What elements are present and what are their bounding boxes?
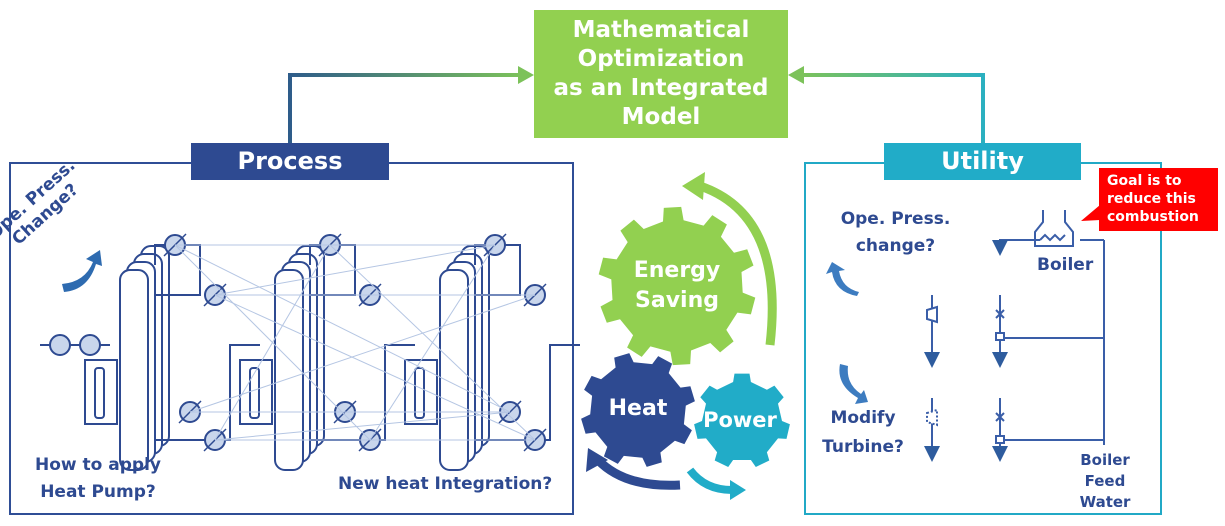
- feed-water-pipe: [1000, 240, 1105, 445]
- link-line: [189, 294, 536, 413]
- arrowhead: [586, 448, 608, 472]
- combustion-goal-callout: Goal is to reduce this combustion: [1099, 168, 1218, 231]
- heat-exchanger-icon: [79, 334, 101, 356]
- label-line: Energy: [633, 258, 721, 283]
- title-line: Model: [621, 104, 701, 130]
- cycle-arrow-navy-icon: [594, 456, 681, 490]
- distillation-column: [119, 269, 149, 471]
- power-gear-icon-shape: [694, 373, 790, 467]
- power-gear-label: Power: [703, 408, 777, 432]
- callout-line: reduce this: [1107, 191, 1196, 207]
- distillation-column: [274, 269, 304, 471]
- title-line: as an Integrated: [553, 75, 769, 101]
- heat-exchanger-icon: [49, 334, 71, 356]
- reboiler-unit: [404, 359, 438, 425]
- turbine-icon: [926, 305, 938, 324]
- callout-line: Goal is to: [1107, 173, 1182, 189]
- energy-saving-gear-icon-shape: [598, 206, 756, 366]
- boiler-icon: [1034, 210, 1074, 247]
- connector-utility-to-model: [788, 66, 985, 145]
- pressure-change-arrow-icon: [62, 250, 102, 292]
- heat-pump-annotation: How to apply Heat Pump?: [28, 452, 168, 506]
- gears-group: [581, 206, 790, 467]
- connector-process-to-model: [288, 66, 534, 145]
- reboiler-tube: [249, 367, 260, 419]
- boiler-label: Boiler: [1037, 255, 1094, 275]
- annotation-line: Ope. Press.: [840, 209, 951, 229]
- modify-turbine-arrow-icon: [839, 364, 868, 404]
- title-line: Mathematical: [572, 17, 750, 43]
- valve-icon: [995, 412, 1005, 422]
- link-line: [214, 244, 496, 296]
- pressure-change-arrow-icon: [826, 262, 859, 296]
- reboiler-tube: [94, 367, 105, 419]
- turbine-icon: [926, 408, 938, 427]
- heat-integration-links: [174, 244, 536, 441]
- annotation-line: Modify: [830, 408, 896, 428]
- boiler-feed-water-label: Boiler Feed Water: [1072, 450, 1138, 513]
- process-header: Process: [191, 143, 389, 180]
- label-line: Boiler: [1080, 451, 1130, 469]
- cycle-arrow-teal-icon: [686, 467, 733, 494]
- utility-steam-schematic: [847, 210, 1105, 495]
- pipe: [474, 344, 580, 441]
- label-line: Saving: [635, 288, 719, 313]
- annotation-line: How to apply: [35, 455, 161, 475]
- title-line: Optimization: [577, 46, 745, 72]
- heat-gear-label: Heat: [608, 396, 668, 421]
- heat-gear-icon-shape: [581, 353, 695, 467]
- link-line: [369, 244, 496, 441]
- annotation-line: Turbine?: [822, 437, 904, 457]
- link-line: [214, 244, 331, 441]
- label-line: Feed: [1084, 472, 1126, 490]
- link-line: [214, 411, 511, 441]
- energy-saving-gear-label: Energy Saving: [617, 256, 737, 316]
- label-line: Water: [1079, 493, 1131, 511]
- heat-gear-icon: [581, 353, 695, 467]
- cycle-arrow-green-icon: [698, 181, 777, 346]
- link-line: [214, 294, 536, 441]
- callout-line: combustion: [1107, 209, 1199, 225]
- energy-saving-gear-icon: [598, 206, 756, 366]
- process-flow-schematic: [40, 233, 580, 471]
- mathematical-optimization-box: Mathematical Optimization as an Integrat…: [534, 10, 788, 138]
- arrowhead: [682, 172, 705, 200]
- callout-pointer: [1081, 205, 1100, 221]
- annotation-line: change?: [855, 236, 936, 256]
- link-line: [174, 244, 511, 413]
- modify-turbine-annotation: Modify Turbine?: [818, 404, 908, 462]
- arrowhead: [730, 480, 746, 500]
- power-gear-icon: [694, 373, 790, 467]
- utility-header: Utility: [884, 143, 1081, 180]
- heat-integration-annotation: New heat Integration?: [338, 474, 553, 494]
- reboiler-tube: [414, 367, 425, 419]
- desuperheater-icon: [995, 435, 1005, 444]
- desuperheater-icon: [995, 332, 1005, 341]
- valve-icon: [995, 309, 1005, 319]
- utility-pressure-annotation: Ope. Press. change?: [838, 206, 953, 260]
- reboiler-unit: [84, 359, 118, 425]
- annotation-line: Heat Pump?: [40, 482, 156, 502]
